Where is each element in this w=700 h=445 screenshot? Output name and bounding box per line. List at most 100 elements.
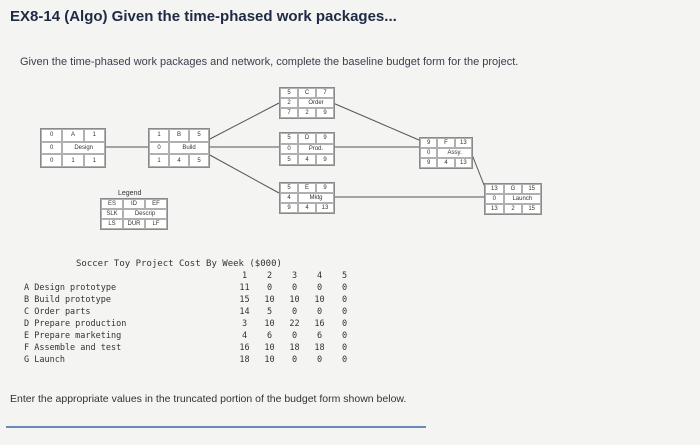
cost-value: 16 <box>314 319 325 329</box>
week-header: 4 <box>316 271 323 281</box>
cost-value: 0 <box>316 355 323 365</box>
node-g-lf: 15 <box>522 204 541 214</box>
cost-value: 3 <box>241 319 248 329</box>
cost-value: 0 <box>291 331 298 341</box>
node-f-ef: 13 <box>454 138 472 148</box>
node-g-id: G <box>503 184 523 194</box>
week-header: 3 <box>291 271 298 281</box>
edge-f-g <box>470 151 487 191</box>
node-f: 9 F 13 0 Assy. 9 4 13 <box>419 137 473 169</box>
node-e-lf: 13 <box>316 203 334 213</box>
legend-slk: SLK <box>101 209 123 219</box>
node-d-id: D <box>298 133 316 144</box>
node-c: 5 C 7 2 Order 7 2 9 <box>279 87 335 119</box>
legend-node: ES ID EF SLK Descrip LS DUR LF <box>100 198 168 230</box>
cost-value: 18 <box>239 355 250 365</box>
week-header: 2 <box>266 271 273 281</box>
node-f-es: 9 <box>420 138 438 148</box>
node-f-ls: 9 <box>420 158 438 168</box>
task-label: G Launch <box>24 355 65 365</box>
node-f-slk: 0 <box>420 148 438 158</box>
node-b-ef: 5 <box>189 129 209 142</box>
node-a-es: 0 <box>41 129 63 142</box>
cost-value: 0 <box>316 307 323 317</box>
node-b-slk: 0 <box>149 141 169 155</box>
node-f-id: F <box>437 138 455 148</box>
node-g-slk: 0 <box>485 194 504 204</box>
node-g-ls: 13 <box>485 204 504 214</box>
node-c-ef: 7 <box>316 88 334 98</box>
week-header-row: 1 2 3 4 5 <box>232 271 357 281</box>
table-row: D Prepare production 3 10 22 16 0 <box>24 318 357 330</box>
task-label: E Prepare marketing <box>24 331 122 341</box>
table-row: A Design prototype 11 0 0 0 0 <box>24 282 357 294</box>
node-f-descrip: Assy. <box>437 148 472 158</box>
table-row: F Assemble and test 16 10 18 18 0 <box>24 342 357 354</box>
table-row: G Launch 18 10 0 0 0 <box>24 354 357 366</box>
node-g-dur: 2 <box>503 204 523 214</box>
task-label: B Build prototype <box>24 295 111 305</box>
cost-value: 10 <box>264 319 275 329</box>
node-e-id: E <box>298 183 316 193</box>
edge-b-c <box>207 102 280 141</box>
cost-value: 10 <box>289 295 300 305</box>
node-e-es: 5 <box>280 183 298 193</box>
network-connectors <box>104 102 487 198</box>
node-a-id: A <box>62 129 84 142</box>
node-a: 0 A 1 0 Design 0 1 1 <box>40 128 106 168</box>
node-e-descrip: Mktg <box>298 193 334 203</box>
cost-value: 15 <box>239 295 250 305</box>
legend-ls: LS <box>101 219 123 229</box>
node-f-lf: 13 <box>454 158 472 168</box>
cost-value: 10 <box>264 295 275 305</box>
node-b: 1 B 5 0 Build 1 4 5 <box>148 128 210 168</box>
cost-value: 14 <box>239 307 250 317</box>
node-d: 5 D 9 0 Prod. 5 4 9 <box>279 132 335 166</box>
task-label: A Design prototype <box>24 283 117 293</box>
node-c-ls: 7 <box>280 108 298 118</box>
node-b-dur: 4 <box>169 154 189 167</box>
node-c-slk: 2 <box>280 98 298 108</box>
instruction-text: Enter the appropriate values in the trun… <box>10 393 407 405</box>
cost-value: 0 <box>341 319 348 329</box>
cost-value: 6 <box>266 331 273 341</box>
problem-statement: Given the time-phased work packages and … <box>20 56 519 68</box>
node-b-id: B <box>169 129 189 142</box>
cost-value: 0 <box>291 283 298 293</box>
node-a-ef: 1 <box>83 129 105 142</box>
node-b-ls: 1 <box>149 154 169 167</box>
cost-value: 18 <box>314 343 325 353</box>
node-e-slk: 4 <box>280 193 298 203</box>
node-g-ef: 15 <box>522 184 541 194</box>
legend-es: ES <box>101 199 123 209</box>
cost-value: 0 <box>291 307 298 317</box>
legend-ef: EF <box>145 199 167 209</box>
cost-value: 0 <box>341 283 348 293</box>
table-row: E Prepare marketing 4 6 0 6 0 <box>24 330 357 342</box>
cost-value: 0 <box>266 283 273 293</box>
cost-value: 11 <box>239 283 250 293</box>
node-d-lf: 9 <box>316 154 334 165</box>
node-e: 5 E 9 4 Mktg 9 4 13 <box>279 182 335 214</box>
cost-value: 6 <box>316 331 323 341</box>
node-f-dur: 4 <box>437 158 455 168</box>
node-g-descrip: Launch <box>503 194 541 204</box>
task-label: F Assemble and test <box>24 343 122 353</box>
node-g-es: 13 <box>485 184 504 194</box>
edge-b-e <box>207 153 280 194</box>
legend-descrip: Descrip <box>123 209 167 219</box>
node-b-lf: 5 <box>189 154 209 167</box>
cost-value: 22 <box>289 319 300 329</box>
task-label: D Prepare production <box>24 319 127 329</box>
cost-value: 18 <box>289 343 300 353</box>
node-c-dur: 2 <box>298 108 316 118</box>
page-title: EX8-14 (Algo) Given the time-phased work… <box>10 8 397 25</box>
node-a-descrip: Design <box>62 141 105 155</box>
node-d-ls: 5 <box>280 154 298 165</box>
node-d-es: 5 <box>280 133 298 144</box>
legend-id: ID <box>123 199 145 209</box>
node-e-dur: 4 <box>298 203 316 213</box>
cost-value: 0 <box>341 331 348 341</box>
node-a-dur: 1 <box>62 154 84 167</box>
node-a-ls: 0 <box>41 154 63 167</box>
